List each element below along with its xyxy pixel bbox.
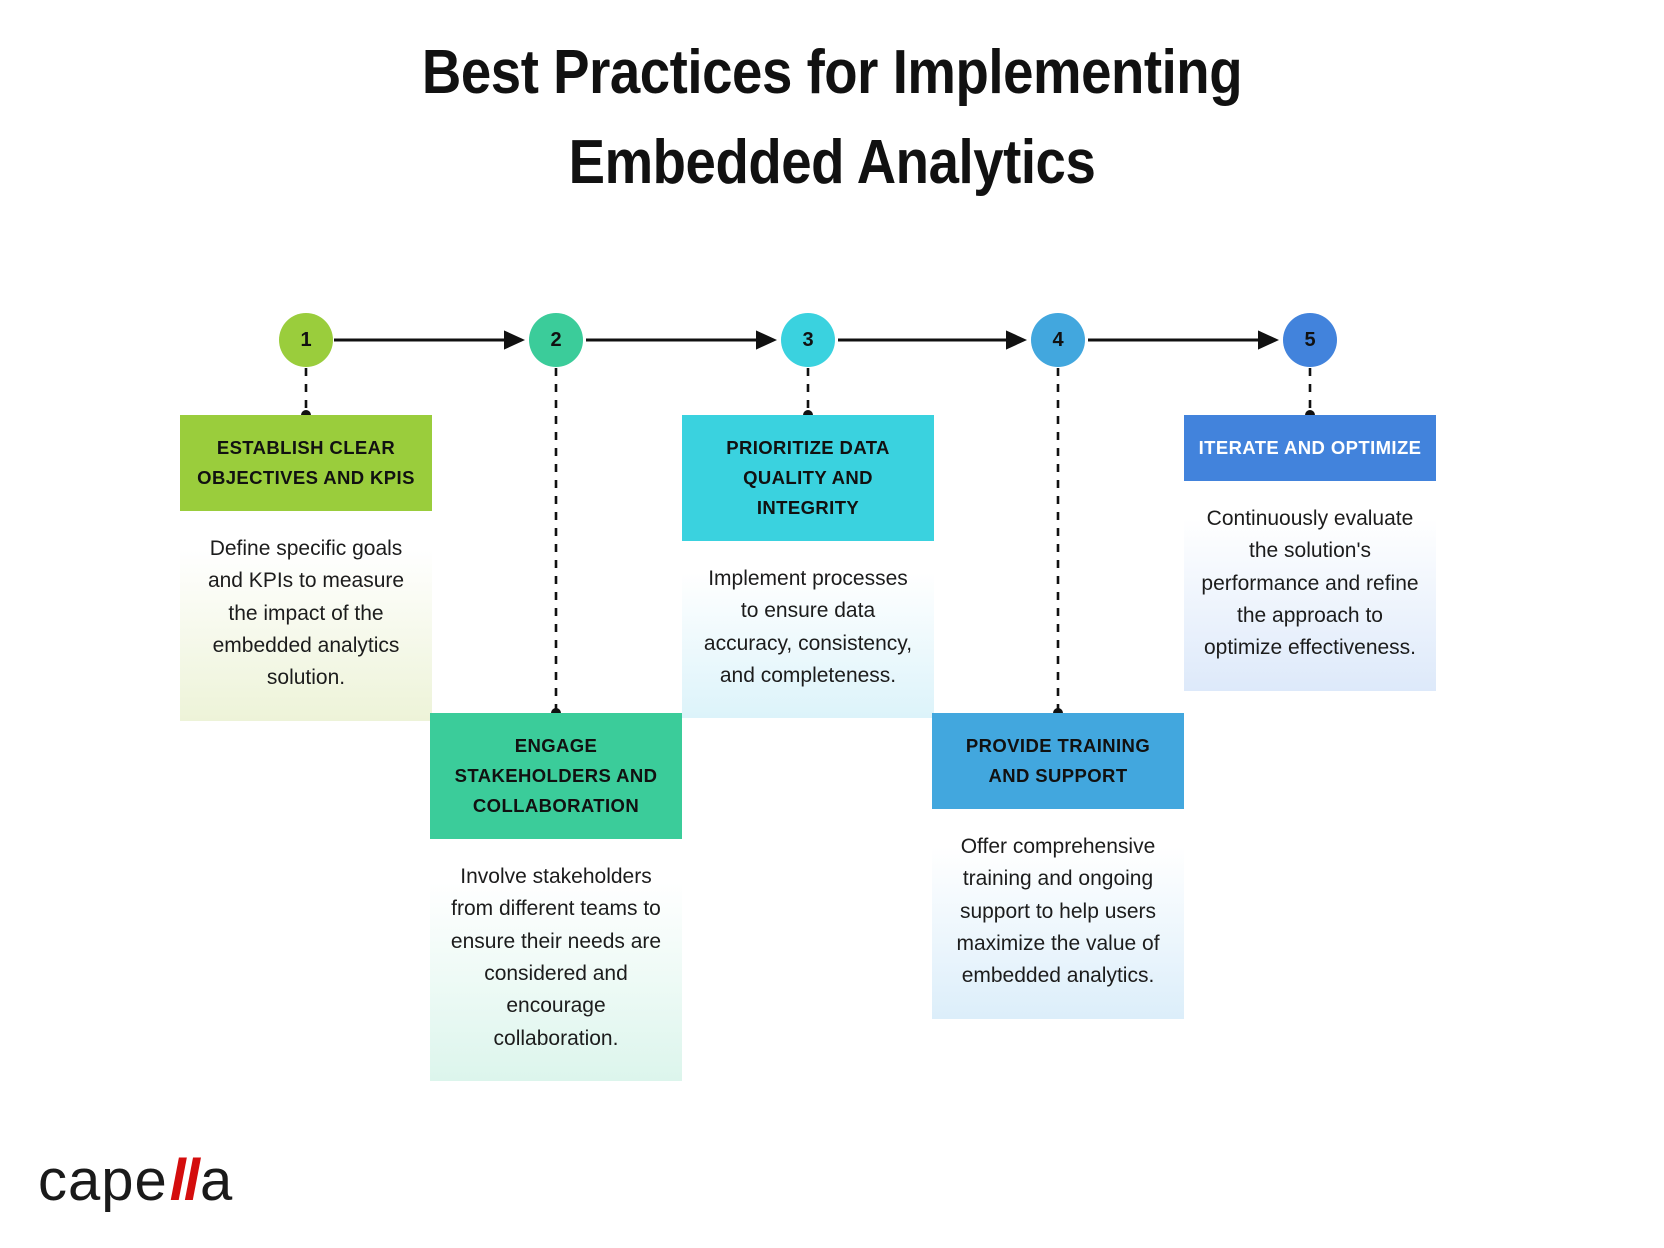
step-card-body-1: Define specific goals and KPIs to measur… <box>180 510 432 721</box>
step-card-body-2: Involve stakeholders from different team… <box>430 838 682 1081</box>
step-node-2[interactable]: 2 <box>529 313 583 367</box>
page-title-line-1: Best Practices for Implementing <box>421 38 1243 107</box>
step-card-body-4: Offer comprehensive training and ongoing… <box>932 808 1184 1019</box>
step-card-header-2: ENGAGE STAKEHOLDERS AND COLLABORATION <box>430 713 682 839</box>
step-card-5[interactable]: ITERATE AND OPTIMIZE Continuously evalua… <box>1184 415 1436 691</box>
step-node-4[interactable]: 4 <box>1031 313 1085 367</box>
step-card-body-5: Continuously evaluate the solution's per… <box>1184 480 1436 691</box>
logo-text-part-3: a <box>200 1148 234 1213</box>
step-card-header-5: ITERATE AND OPTIMIZE <box>1184 415 1436 481</box>
step-card-3[interactable]: PRIORITIZE DATA QUALITY AND INTEGRITY Im… <box>682 415 934 719</box>
step-node-5[interactable]: 5 <box>1283 313 1337 367</box>
step-card-body-3: Implement processes to ensure data accur… <box>682 540 934 719</box>
logo-accent-ll: ll <box>169 1148 200 1213</box>
step-node-label-3: 3 <box>802 328 814 351</box>
step-card-header-4: PROVIDE TRAINING AND SUPPORT <box>932 713 1184 809</box>
step-card-2[interactable]: ENGAGE STAKEHOLDERS AND COLLABORATION In… <box>430 713 682 1081</box>
step-card-header-3: PRIORITIZE DATA QUALITY AND INTEGRITY <box>682 415 934 541</box>
step-node-label-4: 4 <box>1052 328 1064 351</box>
step-card-1[interactable]: ESTABLISH CLEAR OBJECTIVES AND KPIS Defi… <box>180 415 432 721</box>
step-card-4[interactable]: PROVIDE TRAINING AND SUPPORT Offer compr… <box>932 713 1184 1019</box>
step-card-header-1: ESTABLISH CLEAR OBJECTIVES AND KPIS <box>180 415 432 511</box>
step-node-3[interactable]: 3 <box>781 313 835 367</box>
step-node-label-5: 5 <box>1304 328 1316 351</box>
step-node-label-1: 1 <box>300 328 312 351</box>
page-title-line-2: Embedded Analytics <box>568 127 1096 197</box>
step-node-1[interactable]: 1 <box>279 313 333 367</box>
step-node-label-2: 2 <box>550 328 562 351</box>
page-title: Best Practices for Implementing Embedded… <box>100 28 1564 208</box>
logo-text-part-1: cape <box>38 1148 168 1213</box>
